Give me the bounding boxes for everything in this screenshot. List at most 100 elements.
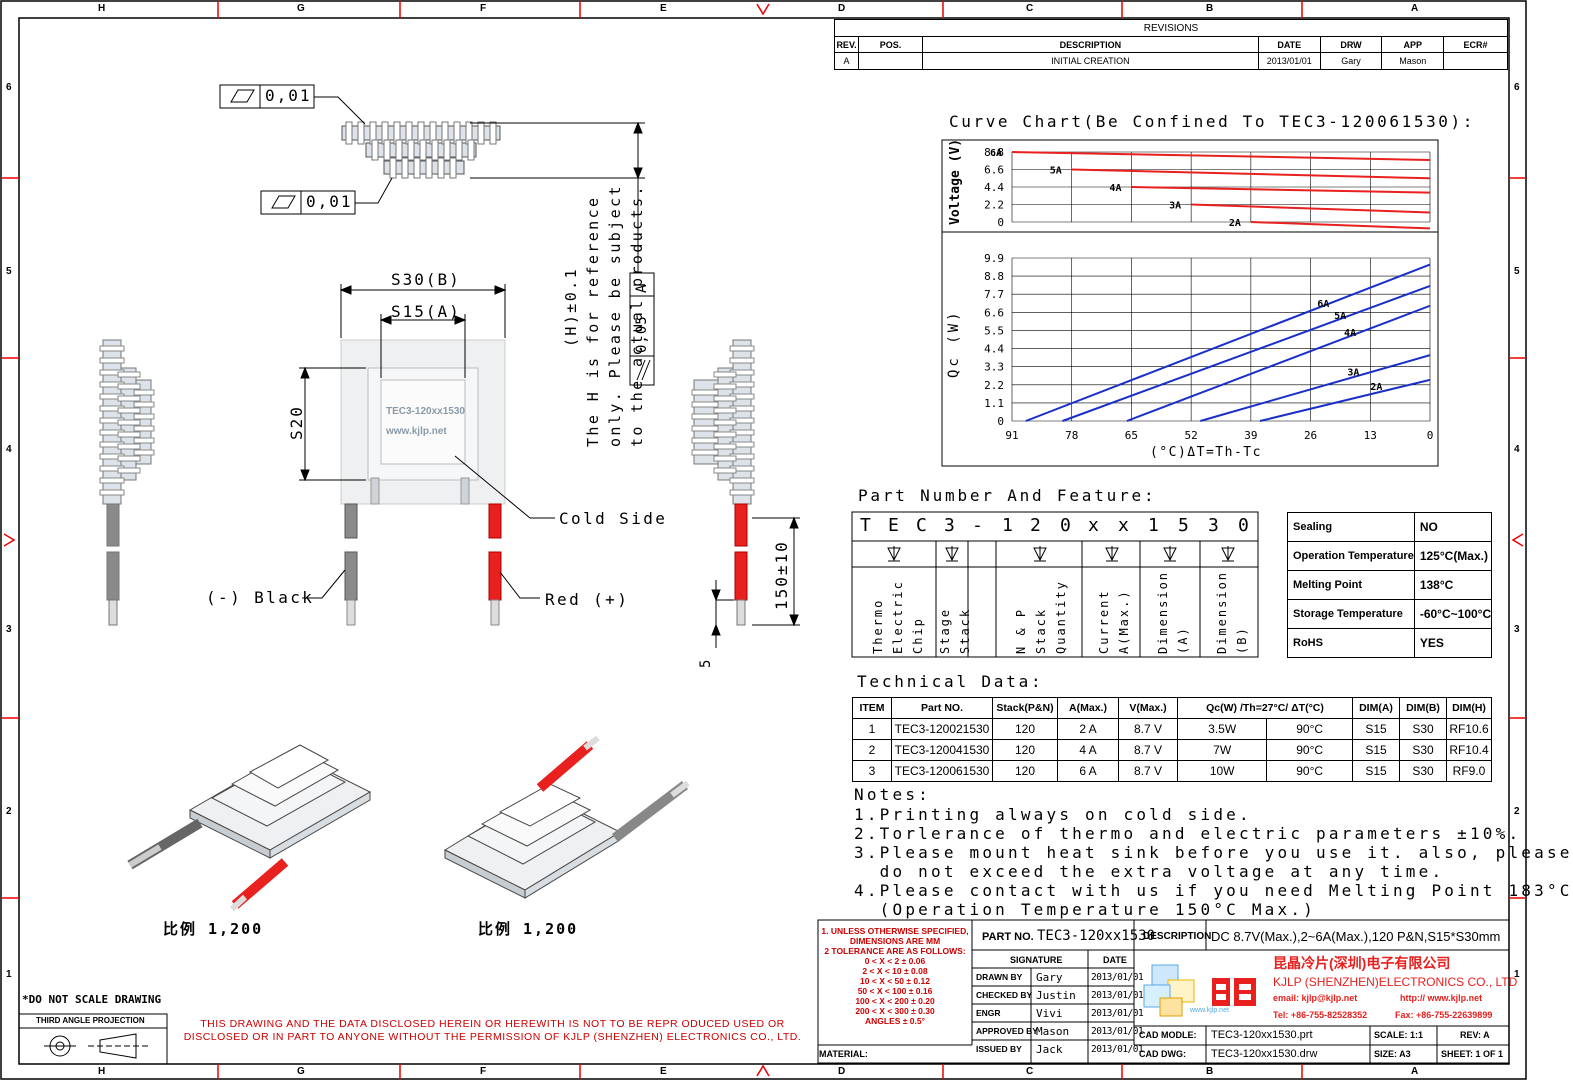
feature-name: Sealing: [1287, 512, 1415, 542]
parallel-callout: A 0,05: [630, 273, 654, 385]
x-tick-label: 52: [1185, 429, 1198, 442]
column-label-bottom: H: [98, 1066, 106, 1077]
chart-title: Curve Chart(Be Confined To TEC3-12006153…: [949, 112, 1476, 131]
y-tick-label: 2.2: [984, 199, 1004, 212]
part-number-char: 1: [1002, 515, 1013, 536]
part-number-char: T: [860, 515, 871, 536]
iso-view-right: [443, 735, 690, 899]
series-label: 3A: [1169, 201, 1181, 212]
y-tick-label: 8.8: [984, 270, 1004, 283]
row-label-right: 2: [1514, 806, 1520, 817]
signature-date: 2013/01/01: [1091, 1044, 1144, 1055]
tech-cell: RF9.0: [1446, 760, 1492, 782]
y-tick-label: 1.1: [984, 397, 1004, 410]
tech-cell: S30: [1399, 760, 1447, 782]
column-label-bottom: D: [838, 1066, 846, 1077]
series-label: 4A: [1344, 328, 1356, 339]
tolerance-line: 2 < X < 10 ± 0.08: [862, 966, 928, 976]
note-line: 1.Printing always on cold side.: [854, 805, 1252, 824]
signature-name: Jack: [1036, 1043, 1063, 1056]
feature-value: 138°C: [1413, 570, 1493, 600]
tech-cell: S30: [1399, 739, 1447, 761]
signature-date: 2013/01/01: [1091, 1026, 1144, 1037]
signature-role: ENGR: [976, 1008, 1001, 1018]
part-number-label-cell: Current A(Max.): [1088, 570, 1140, 655]
tech-cell: 3.5W: [1176, 718, 1268, 740]
note-line: do not exceed the extra voltage at any t…: [854, 862, 1445, 881]
tech-header: Part NO.: [891, 697, 993, 719]
revision-cell: Gary: [1319, 52, 1383, 70]
tech-cell: TEC3-120021530: [891, 718, 993, 740]
tolerance-line: 100 < X < 200 ± 0.20: [855, 996, 935, 1006]
x-tick-label: 39: [1244, 429, 1257, 442]
height-dimension: [629, 121, 655, 386]
tech-cell: 2: [852, 739, 892, 761]
signature-role: CHECKED BY: [976, 990, 1033, 1000]
tech-cell: 6 A: [1057, 760, 1119, 782]
signature-name: Gary: [1036, 971, 1063, 984]
tech-header: V(Max.): [1118, 697, 1178, 719]
series-line-2A: [1259, 378, 1431, 422]
part-no-label: PART NO.: [982, 931, 1034, 943]
part-number-char: E: [888, 515, 899, 536]
signature-date: 2013/01/01: [1091, 972, 1144, 983]
signature-role: ISSUED BY: [976, 1044, 1022, 1054]
tolerance-line: DIMENSIONS ARE MM: [849, 936, 941, 946]
tech-cell: 10W: [1176, 760, 1268, 782]
note-line: (Operation Temperature 150°C Max.): [854, 900, 1316, 919]
side-view-right: [691, 339, 755, 626]
flatness-value-top: 0,01: [265, 86, 312, 105]
part-number-label: Dimension (B): [1215, 570, 1249, 654]
side-view-left: [99, 339, 155, 626]
center-mark-top: [756, 3, 770, 16]
company-name-cn: 昆晶冷片(深圳)电子有限公司: [1273, 955, 1451, 971]
feature-name: Storage Temperature: [1287, 599, 1415, 629]
signature-role: DRAWN BY: [976, 972, 1023, 982]
tech-cell: 120: [992, 739, 1058, 761]
tech-cell: 120: [992, 718, 1058, 740]
signature-header: SIGNATURE: [1010, 955, 1063, 965]
revision-header: REV.: [833, 36, 860, 53]
x-tick-label: 13: [1364, 429, 1377, 442]
lead-length-label: 150±10: [772, 540, 791, 610]
company-name-en: KJLP (SHENZHEN)ELECTRONICS CO., LTD: [1273, 975, 1518, 989]
column-label-bottom: B: [1206, 1066, 1214, 1077]
column-label-top: C: [1026, 3, 1034, 14]
part-number-label: Stage Stack: [938, 607, 972, 654]
height-note-line-3: only. Please be subject: [606, 184, 624, 447]
feature-name: RoHS: [1287, 628, 1415, 658]
y-tick-label: 4.4: [984, 181, 1004, 194]
series-label: 6A: [1317, 299, 1329, 310]
row-label-left: 3: [6, 624, 12, 635]
cad-model-value: TEC3-120xx1530.prt: [1211, 1029, 1313, 1041]
notes-title: Notes:: [854, 785, 931, 804]
tech-cell: 7W: [1176, 739, 1268, 761]
tech-cell: RF10.6: [1446, 718, 1492, 740]
flatness-value-bottom: 0,01: [306, 192, 353, 211]
material-label: MATERIAL:: [819, 1049, 868, 1059]
tech-header: Stack(P&N): [992, 697, 1058, 719]
tolerance-line: ANGLES ± 0.5°: [864, 1016, 926, 1026]
part-number-label: Current A(Max.): [1097, 588, 1131, 654]
dim-s30: S30(B): [391, 270, 461, 289]
tech-data-title: Technical Data:: [857, 672, 1044, 691]
tech-cell: S15: [1352, 760, 1400, 782]
tech-cell: 8.7 V: [1118, 718, 1178, 740]
red-lead-label: Red (+): [545, 590, 630, 609]
revision-cell: A: [833, 52, 860, 70]
revision-cell: Mason: [1381, 52, 1445, 70]
flatness-callout-top: [219, 84, 366, 125]
qc-x-axis-label: (°C)ΔT=Th-Tc: [1150, 445, 1262, 460]
center-mark-left: [3, 533, 16, 547]
tech-cell: 90°C: [1266, 739, 1353, 761]
part-number-title: Part Number And Feature:: [858, 486, 1157, 505]
size-value: SIZE: A3: [1374, 1049, 1411, 1059]
part-number-char: x: [1088, 515, 1099, 536]
revision-cell: [1443, 52, 1508, 70]
series-line-4A: [1131, 186, 1431, 194]
x-tick-label: 26: [1304, 429, 1317, 442]
tolerance-line: 50 < X < 100 ± 0.16: [857, 986, 933, 996]
cold-side-label: Cold Side: [559, 509, 668, 528]
